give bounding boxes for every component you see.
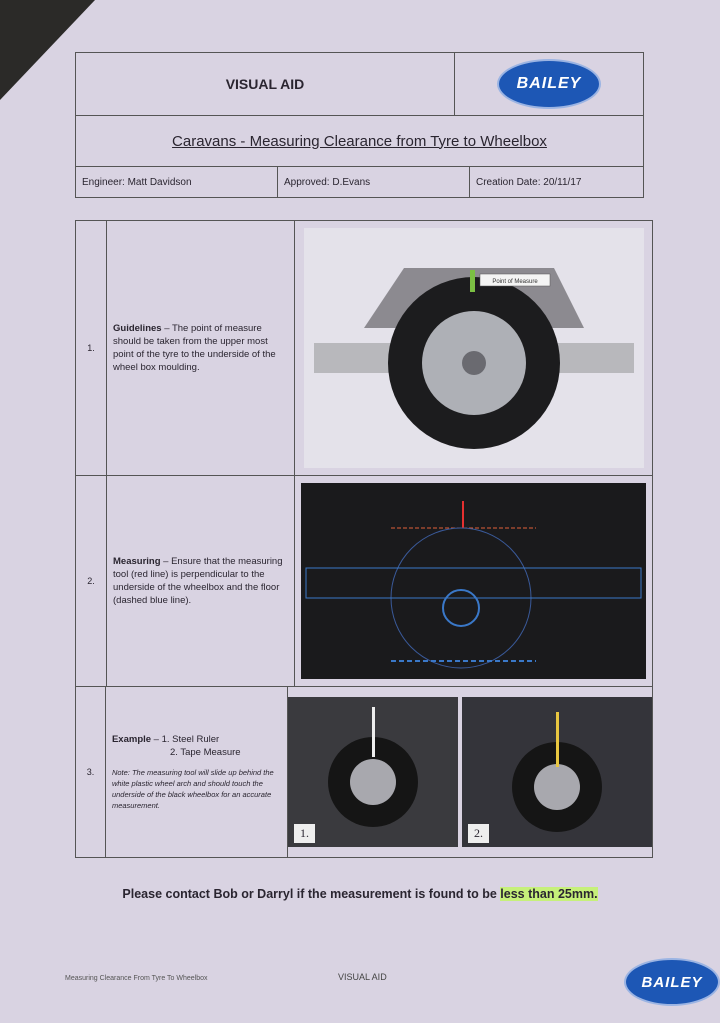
example-photos: 1. 2. (288, 687, 652, 857)
photo-label: 2. (468, 824, 489, 843)
step-note: Note: The measuring tool will slide up b… (111, 768, 274, 810)
tyre-diagram: Point of Measure (295, 221, 652, 475)
footer-left: Measuring Clearance From Tyre To Wheelbo… (65, 975, 208, 982)
approved: Approved: D.Evans (278, 167, 470, 197)
step-number: 1. (76, 221, 107, 475)
photo-label: 1. (294, 824, 315, 843)
footer-center: VISUAL AID (338, 972, 387, 982)
step-row: 1. Guidelines – The point of measure sho… (76, 221, 652, 476)
footer-bailey-logo: BAILEY (624, 958, 720, 1006)
measuring-diagram (295, 476, 652, 686)
step-title: Guidelines (113, 323, 162, 334)
step-body: – 1. Steel Ruler (151, 734, 220, 745)
document-header: VISUAL AID BAILEY Caravans - Measuring C… (75, 52, 644, 198)
step-title: Measuring (113, 556, 161, 567)
photo-steel-ruler: 1. (288, 697, 458, 847)
steps-table: 1. Guidelines – The point of measure sho… (75, 220, 653, 858)
step-body-2: 2. Tape Measure (169, 747, 241, 758)
step-body: – Ensure that the measuring tool (red li… (113, 556, 283, 606)
notice-text: Please contact Bob or Darryl if the meas… (122, 887, 501, 901)
point-of-measure-label: Point of Measure (492, 279, 538, 285)
photo-tape-measure: 2. (462, 697, 652, 847)
step-row: 2. Measuring – Ensure that the measuring… (76, 476, 652, 687)
step-number: 3. (76, 687, 106, 857)
notice-highlight: less than 25mm. (500, 887, 598, 901)
step-row: 3. Example – 1. Steel Ruler 2. Tape Meas… (76, 687, 652, 857)
engineer: Engineer: Matt Davidson (76, 167, 278, 197)
doc-title: VISUAL AID (76, 53, 455, 115)
doc-subtitle: Caravans - Measuring Clearance from Tyre… (172, 132, 547, 150)
photo-background-corner (0, 0, 95, 100)
creation-date: Creation Date: 20/11/17 (476, 176, 582, 188)
step-body: – The point of measure should be taken f… (113, 323, 276, 373)
step-title: Example (111, 734, 152, 745)
bailey-logo: BAILEY (497, 59, 601, 109)
contact-notice: Please contact Bob or Darryl if the meas… (0, 887, 720, 901)
step-number: 2. (76, 476, 107, 686)
